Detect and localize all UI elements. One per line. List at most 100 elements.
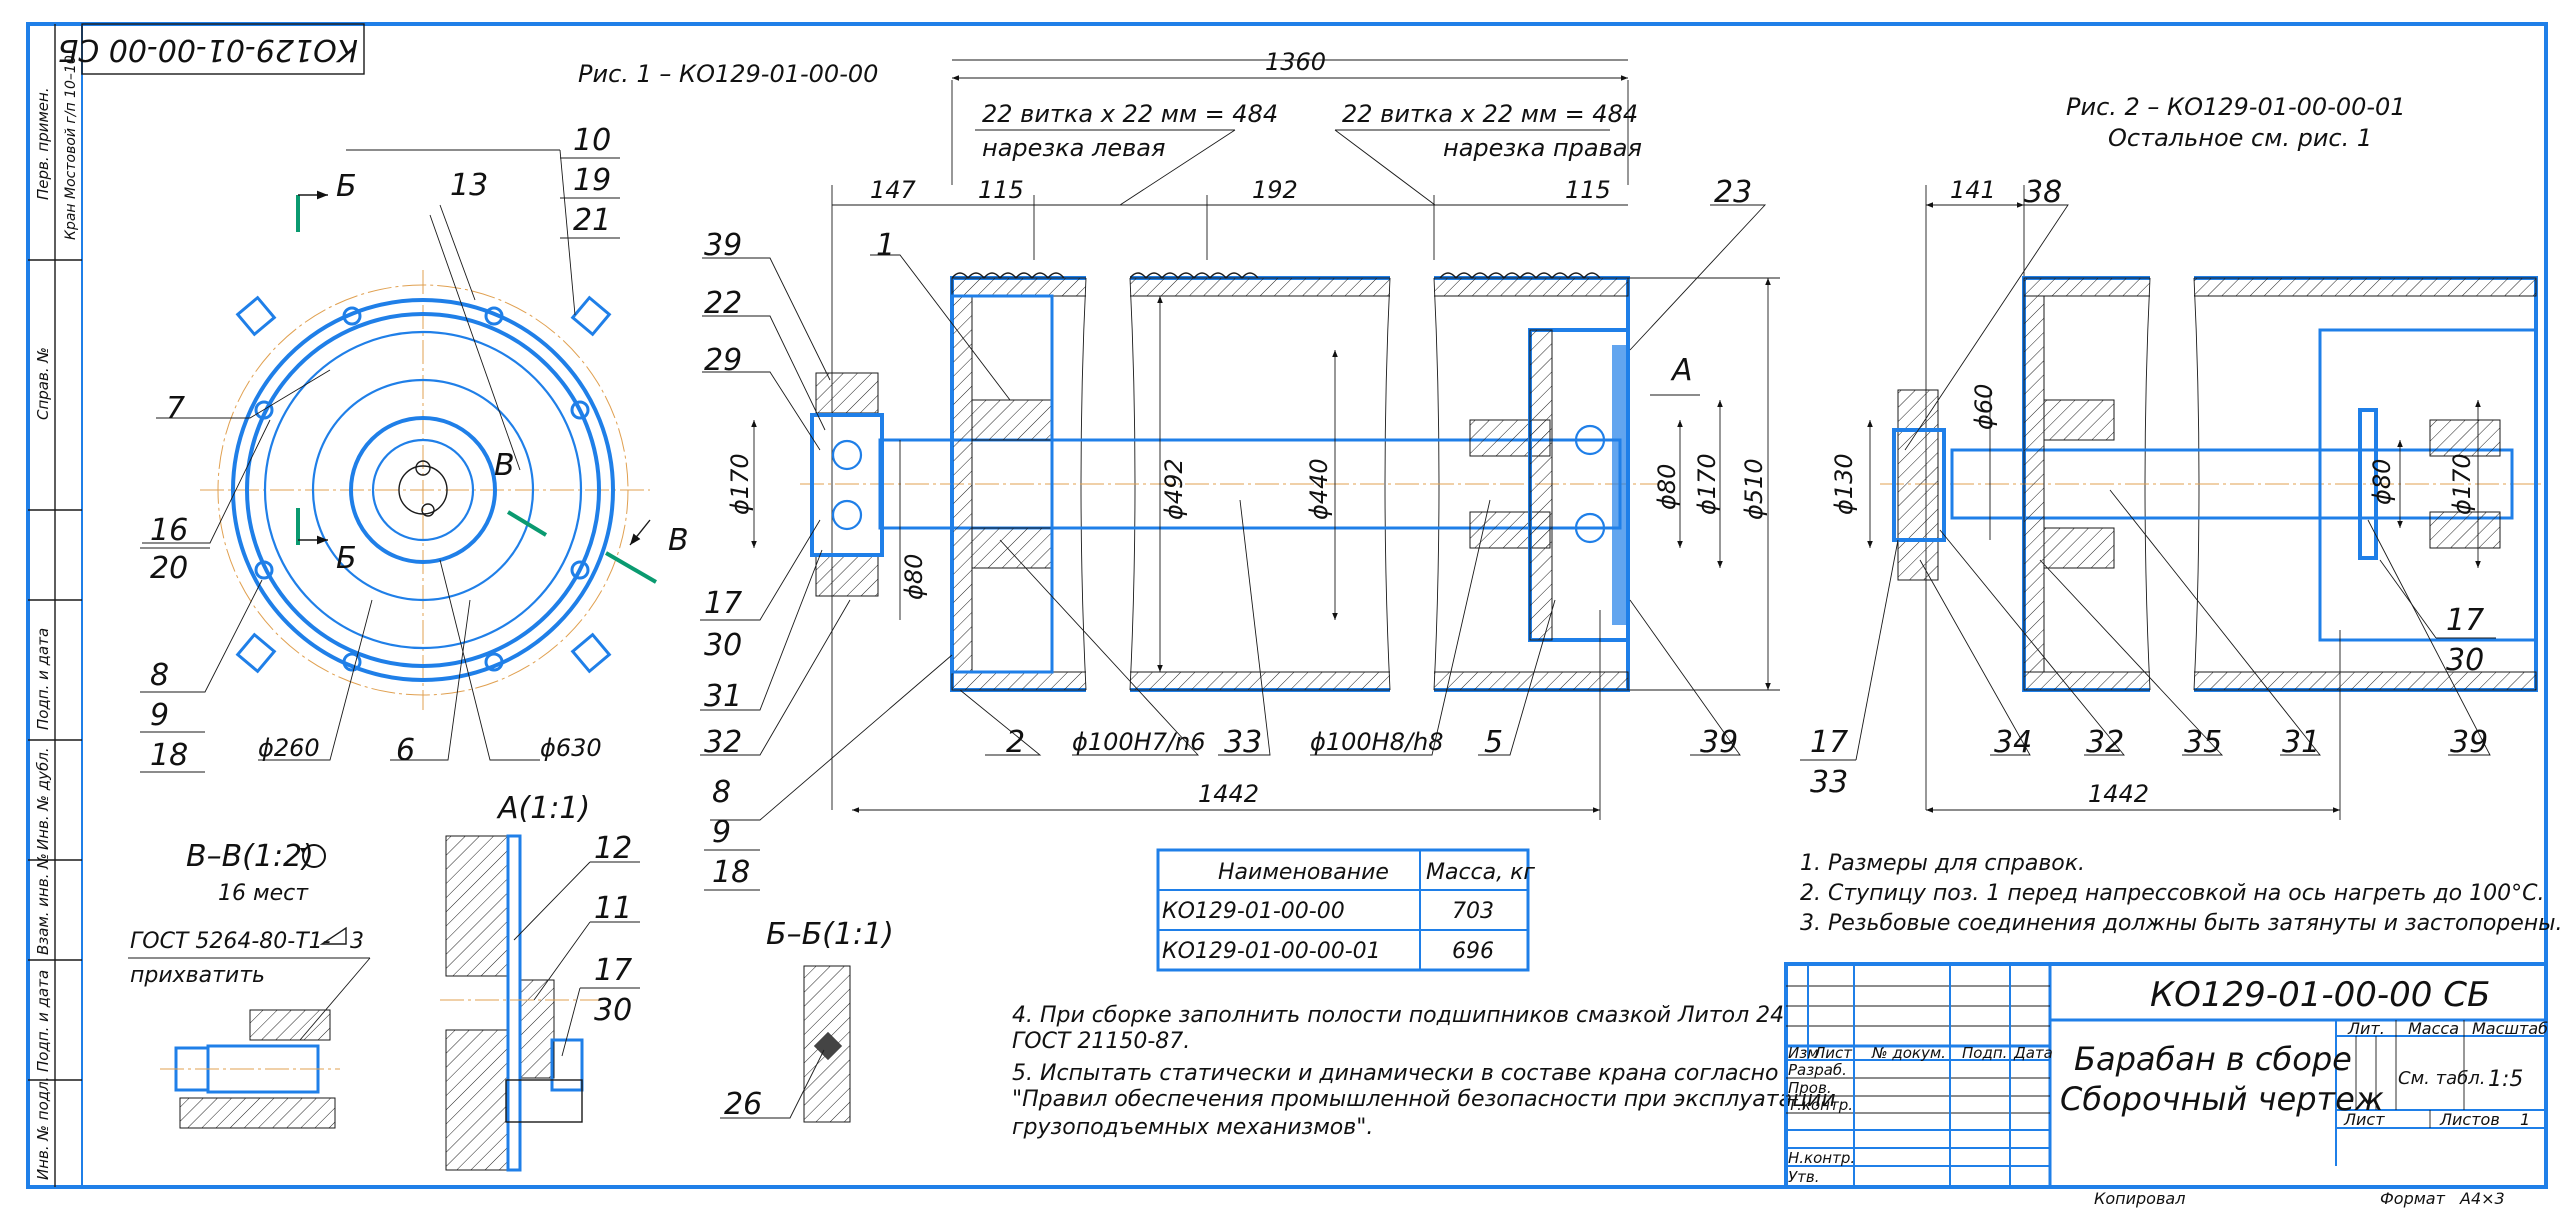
rotate-icon: [300, 844, 326, 868]
note-4: 4. При сборке заполнить полости подшипни…: [1012, 1003, 1784, 1028]
mass-table-row1-name: КО129-01-00-00: [1162, 899, 1345, 924]
section-b-label-bottom: Б: [336, 541, 357, 576]
callout-23: 23: [1714, 175, 1752, 210]
dim-141: 141: [1950, 176, 1996, 204]
callout-17a: 17: [704, 586, 742, 621]
strip-crane: Кран Мостовой г/п 10–10: [63, 55, 79, 240]
tb-scale: 1:5: [2488, 1067, 2523, 1092]
view-vv-title: В–В(1:2): [186, 839, 314, 874]
callout-end-13: 13: [450, 168, 488, 203]
callout-29: 29: [704, 343, 742, 378]
tb-masshtab: Масштаб: [2472, 1019, 2548, 1038]
tb-head-doc: № докум.: [1871, 1044, 1946, 1062]
dim-1360: 1360: [1265, 48, 1326, 76]
mass-table-header-mass: Масса, кг: [1426, 860, 1535, 885]
view-vv: В–В(1:2) 16 мест ГОСТ 5264-80-Т1- 3 прих…: [128, 839, 371, 1129]
dim-phi510: ϕ510: [1740, 458, 1768, 520]
dim-phi170-right: ϕ170: [1693, 453, 1721, 515]
left-strip: Перв. примен. Кран Мостовой г/п 10–10 Сп…: [28, 24, 82, 1187]
callout-bb-26: 26: [724, 1087, 762, 1122]
dim-phi170-fig2: ϕ170: [2448, 453, 2476, 515]
weld-leg: 3: [350, 929, 364, 954]
dim-fit-h7n6: ϕ100H7/n6: [1072, 728, 1206, 756]
weld-note: ГОСТ 5264-80-Т1-: [130, 929, 331, 954]
notes-right: 1. Размеры для справок. 2. Ступицу поз. …: [1800, 851, 2560, 936]
thread-left: 22 витка х 22 мм = 484: [982, 100, 1278, 128]
callout-end-7: 7: [166, 391, 185, 426]
dim-115-left: 115: [978, 176, 1024, 204]
title-name-1: Барабан в сборе: [2074, 1040, 2352, 1078]
tb-listov-value: 1: [2520, 1110, 2530, 1129]
doc-code-rotated: КО129-01-00-00 СБ: [58, 32, 358, 67]
tb-role-ncontrol: Н.контр.: [1788, 1149, 1855, 1167]
fig2-note: Остальное см. рис. 1: [2108, 124, 2372, 152]
callout-a: А: [1670, 353, 1693, 388]
weld-note-2: прихватить: [130, 963, 265, 988]
note-1: 1. Размеры для справок.: [1800, 851, 2085, 876]
note-5-cont1: "Правил обеспечения промышленной безопас…: [1012, 1087, 1836, 1112]
callout-34: 34: [1994, 725, 2032, 760]
tb-mass-value: См. табл.: [2398, 1068, 2485, 1089]
mass-table-row2-mass: 696: [1452, 939, 1494, 964]
tb-listov: Листов: [2439, 1110, 2500, 1129]
view-a: А(1:1) 12 11 17 30: [440, 791, 640, 1172]
dim-1442-fig1: 1442: [1198, 780, 1259, 808]
callout-39b: 39: [1700, 725, 1738, 760]
thread-right: 22 витка х 22 мм = 484: [1342, 100, 1638, 128]
dim-phi440: ϕ440: [1305, 458, 1333, 520]
mass-table-header-name: Наименование: [1218, 860, 1389, 885]
tb-role-tcontrol: Т.контр.: [1788, 1096, 1853, 1114]
callout-a-17: 17: [594, 953, 632, 988]
fig2-section: Рис. 2 – КО129-01-00-00-01 Остальное см.…: [1800, 93, 2545, 820]
sheet-frame: [26, 22, 2548, 1189]
callout-35: 35: [2184, 725, 2222, 760]
callout-1: 1: [876, 228, 895, 263]
dim-192: 192: [1252, 176, 1298, 204]
tb-list: Лист: [2343, 1110, 2385, 1129]
dim-phi130: ϕ130: [1830, 453, 1858, 515]
thread-left-label: нарезка левая: [982, 134, 1165, 162]
tb-head-date: Дата: [2013, 1044, 2053, 1062]
strip-orig-inv: Инв. № подл.: [34, 1077, 52, 1180]
callout-8a: 8: [712, 775, 731, 810]
strip-sign-date-2: Подп. и дата: [34, 970, 52, 1072]
fig1-section: Рис. 1 – КО129-01-00-00 1360 22 витка х …: [578, 48, 1780, 891]
title-code: КО129-01-00-00 СБ: [2150, 975, 2490, 1015]
mass-table-row2-name: КО129-01-00-00-01: [1162, 939, 1381, 964]
dim-phi60: ϕ60: [1970, 384, 1998, 430]
dim-phi260: ϕ260: [258, 734, 320, 762]
mass-table: Наименование Масса, кг КО129-01-00-00 70…: [1156, 848, 1535, 972]
tb-head-list: Лист: [1813, 1044, 1853, 1062]
callout-39c: 39: [2450, 725, 2488, 760]
tb-format-value: А4×3: [2459, 1189, 2505, 1208]
notes-bottom: 4. При сборке заполнить полости подшипни…: [1012, 1003, 1836, 1140]
callout-5: 5: [1484, 725, 1503, 760]
strip-dup-inv: Инв. № дубл.: [34, 747, 52, 850]
tb-head-izm: Изм: [1788, 1044, 1819, 1062]
title-name-2: Сборочный чертеж: [2060, 1080, 2384, 1118]
callout-end-21: 21: [573, 203, 611, 238]
tb-role-approved: Утв.: [1788, 1168, 1820, 1186]
fig2-caption: Рис. 2 – КО129-01-00-00-01: [2066, 93, 2406, 121]
tb-copied: Копировал: [2094, 1189, 2185, 1208]
view-a-title: А(1:1): [496, 791, 590, 826]
callout-30a: 30: [704, 628, 742, 663]
dim-phi80-fig2: ϕ80: [2368, 459, 2396, 505]
note-2: 2. Ступицу поз. 1 перед напрессовкой на …: [1800, 881, 2544, 906]
callout-2: 2: [1006, 725, 1025, 760]
tb-massa: Масса: [2408, 1019, 2459, 1038]
title-block: КО129-01-00-00 СБ Барабан в сборе Сбороч…: [1784, 962, 2548, 1208]
note-3: 3. Резьбовые соединения должны быть затя…: [1800, 911, 2560, 936]
callout-end-20: 20: [150, 551, 188, 586]
callout-31b: 31: [2282, 725, 2320, 760]
view-bb: Б–Б(1:1) 26: [720, 917, 894, 1123]
callout-17c: 17: [2446, 603, 2484, 638]
dim-phi80-right: ϕ80: [1653, 464, 1681, 510]
dim-phi630: ϕ630: [540, 734, 602, 762]
note-5: 5. Испытать статически и динамически в с…: [1012, 1061, 1778, 1086]
section-b-label-top: Б: [336, 169, 357, 204]
tb-lit: Лит.: [2347, 1019, 2385, 1038]
section-v-label-2: В: [668, 523, 689, 558]
tb-role-dev: Разраб.: [1788, 1061, 1847, 1079]
